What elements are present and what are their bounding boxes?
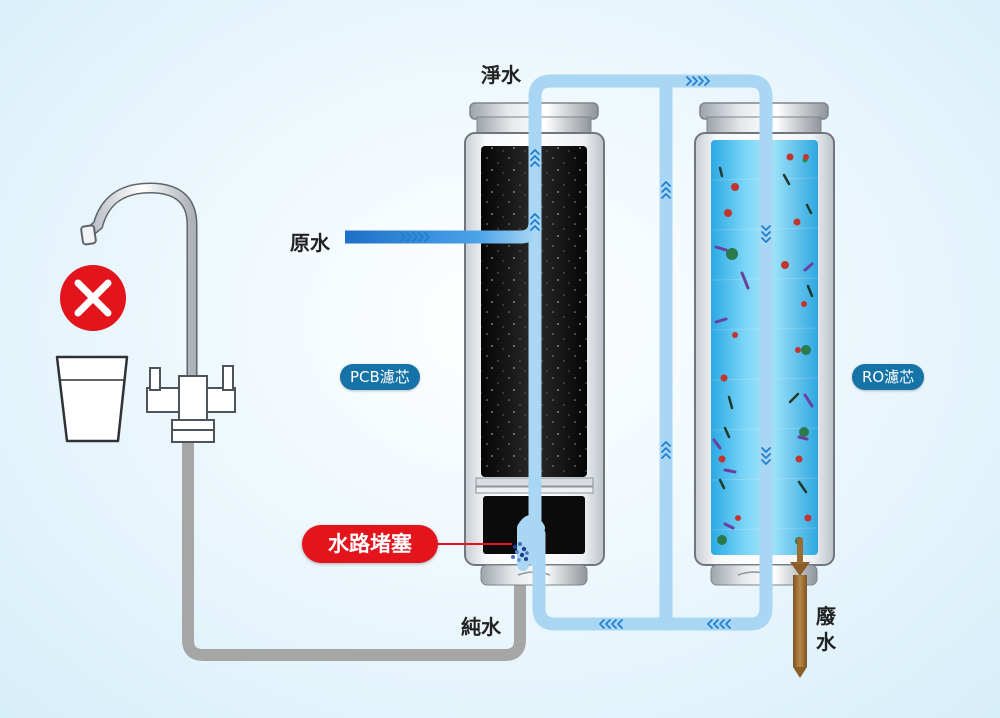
faucet-icon [80,182,236,443]
pure-water-label: 純水 [461,615,501,639]
raw-water-pipe [345,221,542,244]
contaminant-particles [712,153,814,545]
blocked-outlet-pipe [517,515,545,571]
waste-water-outlet [790,538,810,678]
pure-water-pipe [182,436,526,661]
x-mark-icon [60,265,126,331]
blockage-particles [511,542,529,562]
water-pipes [517,74,773,631]
flow-arrows [400,76,771,629]
cup-icon [55,355,129,443]
waste-water-label: 廢水 [816,604,836,654]
ro-filter-label: RO濾芯 [852,364,925,390]
blockage-warning-badge: 水路堵塞 [302,525,438,563]
clean-water-label: 淨水 [481,63,521,87]
pcb-filter-label: PCB濾芯 [340,364,420,390]
clean-water-pipe-top [528,74,773,631]
raw-water-label: 原水 [290,231,330,255]
